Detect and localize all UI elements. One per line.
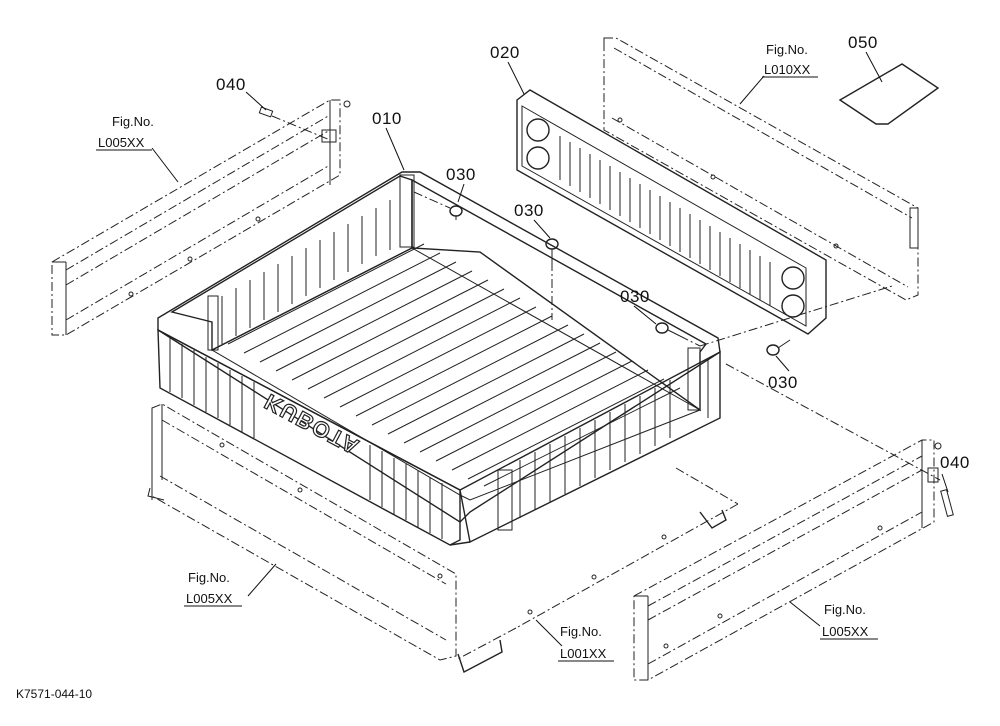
- right-side-panel: [633, 439, 942, 681]
- decal-050: [838, 63, 940, 125]
- fig-ref-bottom-center: Fig.No. L001XX: [558, 624, 614, 662]
- bolt-030-c: [655, 322, 701, 347]
- left-side-panel: [51, 99, 351, 336]
- fig-ref-code: L005XX: [822, 624, 869, 639]
- bolt-030-b: [545, 238, 559, 320]
- bolt-030-a: [413, 191, 463, 220]
- bolt-030-d: [766, 339, 791, 356]
- fig-ref-code: L001XX: [560, 646, 607, 661]
- pin-040-left: [258, 106, 331, 141]
- part-label-020: 020: [490, 43, 520, 62]
- front-wall-slats: [169, 338, 443, 539]
- tailgate-panel-020: [516, 89, 827, 335]
- fig-ref-title: Fig.No.: [560, 624, 602, 639]
- leader-lines: [151, 51, 949, 647]
- tailgate-slots: [559, 136, 771, 306]
- cargo-bed-010: KUBOTA: [157, 171, 721, 546]
- fig-ref-title: Fig.No.: [112, 114, 154, 129]
- fig-ref-code: L005XX: [186, 591, 233, 606]
- fig-ref-title: Fig.No.: [824, 602, 866, 617]
- part-label-050: 050: [848, 33, 878, 52]
- floor-frame: [455, 467, 739, 674]
- fig-ref-top-right: Fig.No. L010XX: [762, 42, 818, 78]
- part-label-030: 030: [514, 201, 544, 220]
- fig-ref-top-left: Fig.No. L005XX: [96, 114, 154, 151]
- side-wall-slats: [519, 360, 709, 518]
- fig-ref-title: Fig.No.: [766, 42, 808, 57]
- pin-040-right: [940, 489, 954, 517]
- part-label-010: 010: [372, 109, 402, 128]
- diagram-code: K7571-044-10: [16, 687, 92, 701]
- part-label-030: 030: [768, 373, 798, 392]
- back-wall-slats: [221, 200, 391, 344]
- fig-ref-code: L005XX: [98, 135, 145, 150]
- part-label-030: 030: [446, 165, 476, 184]
- fig-ref-title: Fig.No.: [188, 570, 230, 585]
- bolts-030: [413, 191, 941, 481]
- fig-ref-code: L010XX: [764, 62, 811, 77]
- brand-emboss: KUBOTA: [260, 389, 364, 460]
- fig-ref-bottom-right: Fig.No. L005XX: [820, 602, 878, 640]
- floor-ribs: [227, 243, 681, 487]
- part-label-030: 030: [620, 287, 650, 306]
- part-label-040: 040: [216, 75, 246, 94]
- back-panel: [603, 37, 919, 301]
- fig-ref-bottom-left: Fig.No. L005XX: [184, 570, 242, 607]
- front-side-panel: [147, 403, 457, 661]
- part-label-040: 040: [940, 453, 970, 472]
